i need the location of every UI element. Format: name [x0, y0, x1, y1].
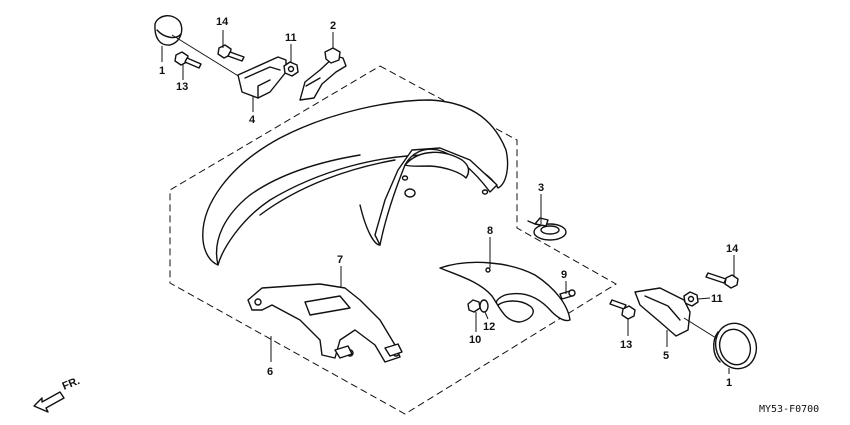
callout-5: 5	[663, 350, 669, 362]
callout-13-lower: 13	[620, 339, 632, 351]
callout-10: 10	[469, 334, 481, 346]
front-fender	[202, 99, 509, 266]
screw-9	[559, 289, 576, 300]
bracket-2	[299, 47, 347, 101]
callout-8: 8	[487, 225, 493, 237]
front-direction-label: FR.	[61, 375, 82, 393]
bolt-13-lower	[609, 299, 636, 320]
bolt-13-upper	[174, 51, 202, 69]
callout-3: 3	[538, 182, 544, 194]
callout-1-lower: 1	[726, 377, 732, 389]
reflector-upper	[154, 15, 183, 46]
callout-labels: 1 13 14 4 11 2 3 8 9 7 10 12 6 14 11 13 …	[159, 16, 739, 389]
callout-7: 7	[337, 254, 343, 266]
diagram-code: MY53-F0700	[759, 404, 819, 415]
nut-11-upper	[283, 61, 299, 77]
callout-9: 9	[561, 269, 567, 281]
callout-12: 12	[483, 321, 495, 333]
callout-6: 6	[267, 366, 273, 378]
fender-stay-7	[247, 283, 403, 363]
callout-4: 4	[249, 114, 256, 126]
washer-12	[479, 299, 489, 313]
fender-piece-8	[439, 261, 571, 323]
bolt-14-upper	[217, 44, 245, 62]
bracket-5	[634, 287, 691, 337]
callout-13-upper: 13	[176, 81, 188, 93]
callout-11-upper: 11	[285, 32, 297, 44]
callout-14-upper: 14	[216, 16, 229, 28]
assembly-boundary	[169, 65, 617, 415]
callout-11-lower: 11	[711, 293, 723, 305]
nut-10	[467, 299, 481, 313]
bolt-14-lower	[705, 272, 739, 289]
grommet-3	[527, 217, 567, 241]
leader-lines	[161, 30, 735, 374]
callout-14-lower: 14	[726, 243, 739, 255]
bracket-4	[237, 56, 287, 99]
reflector-lower	[713, 322, 758, 370]
front-direction-arrow	[33, 391, 65, 413]
callout-1-upper: 1	[159, 65, 165, 77]
callout-2: 2	[330, 20, 336, 32]
